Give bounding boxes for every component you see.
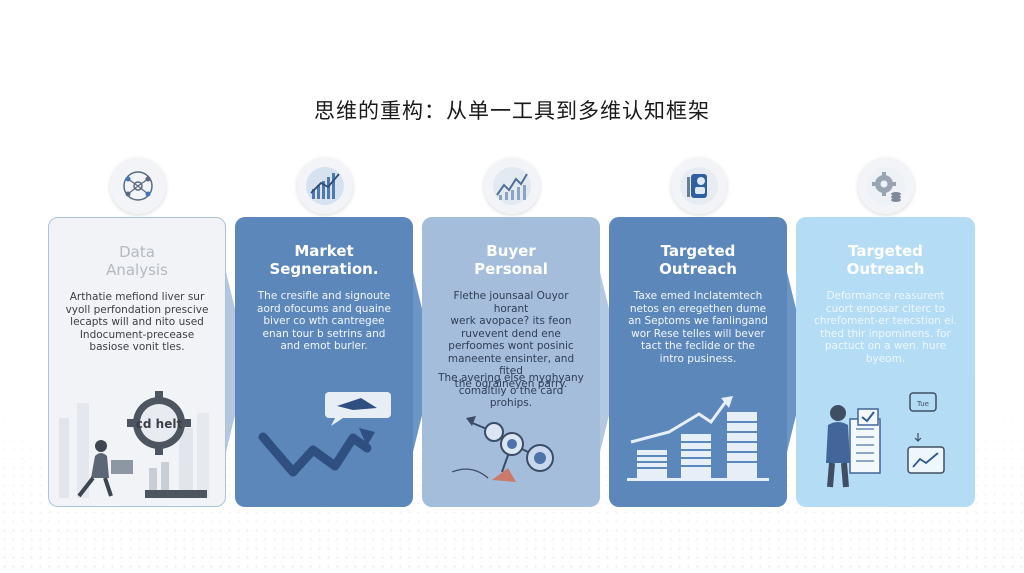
card-buyer-personal: Buyer Personal Flethe jounsaal Ouyor hor… [422,217,600,507]
network-nodes-icon [110,158,166,214]
card-title-line: Personal [474,260,548,278]
card-targeted-outreach: Targeted Outreach Taxe emed Inclatemtech… [609,217,787,507]
trend-zigzag-illustration [258,392,391,477]
card-body: The cresifle and signoute aord ofocums a… [249,290,399,353]
card-body-line: an Septoms we fanlingand [628,315,768,327]
card-title: Targeted Outreach [609,242,787,278]
card-body-line: Deformance reasurent [826,290,945,302]
card-body-line: Taxe emed Inclatemtech [633,290,763,302]
bar-growth-illustration [627,396,769,481]
page-title: 思维的重构：从单一工具到多维认知框架 [314,99,710,123]
card-title-line: Outreach [846,260,925,278]
card-body-line: enan tour b setrins and [262,327,386,340]
card-body-line: basiose vonit tles. [89,341,185,353]
card-body-line: The cresifle and signoute [257,290,391,302]
card-body: Taxe emed Inclatemtech netos en eregethe… [623,290,773,365]
card-body-line: werk avopace? its feon [450,315,572,327]
card-body-line: Indocument-precease [79,328,195,341]
small-screen-label: Tue [916,400,929,408]
card-body-line: comaltiiy o the card prohips. [458,384,564,410]
connected-nodes-illustration [451,416,554,482]
card-data-analysis: Data Analysis Arthatie mefiond liver sur… [48,217,226,507]
card-body-line: wor Rese telles will bever [631,327,765,340]
card-body-line: the ograineyen parry. [454,377,568,390]
card-title: Market Segneration. [235,242,413,278]
card-body-line: netos en eregethen dume [629,302,767,315]
analyst-desk-illustration: cd helt [59,391,209,498]
card-body-line: Flethe jounsaal Ouyor horant [453,290,569,315]
card-body-line: chrefoment-er teecstion ei. [814,315,957,327]
card-body: Flethe jounsaal Ouyor horant werk avopac… [436,290,586,390]
card-title-line: Segneration. [269,260,379,278]
card-body-line: and emot burler. [280,340,368,352]
line-chart-icon [484,158,540,214]
card-body-line: ruvevent dend ene [461,327,561,340]
card-title-line: Market [294,242,354,260]
card-body-line: byeom. [865,352,906,365]
presenter-checklist-illustration: Tue [826,392,945,488]
card-title: Targeted Outreach [796,242,975,278]
card-title-line: Outreach [659,260,737,278]
card-title-line: Data [119,243,155,261]
gear-brain-icon [858,158,914,214]
card-body-line: vyoll perfondation prescive [65,303,209,316]
card-body-line: lecapts will and nito used [70,316,204,328]
card-body-line: tact the feclide or the [641,340,755,352]
card-targeted-outreach-measurement: Targeted Outreach Deformance reasurent c… [796,217,975,507]
card-body-secondary: The avering else myghyany comaltiiy o th… [436,372,586,410]
card-body-line: cuort enposar citerc to [825,302,946,315]
card-title-line: Targeted [660,242,736,260]
profile-target-icon [671,158,727,214]
card-body: Deformance reasurent cuort enposar citer… [810,290,961,365]
card-body-line: maneente ensinter, and fited [447,352,575,378]
gear-label: cd helt [136,417,183,431]
card-body-line: pactuct on a wen. hure [824,340,947,352]
card-body: Arthatie mefiond liver sur vyoll perfond… [63,291,211,354]
card-title: Buyer Personal [422,242,600,278]
chart-growth-icon [297,158,353,214]
card-title-line: Targeted [848,242,923,260]
card-market-segmentation: Market Segneration. The cresifle and sig… [235,217,413,507]
card-title-line: Buyer [486,242,536,260]
card-body-line: perfoomes wont posinic [448,340,574,352]
card-body-line: intro pusiness. [659,352,737,365]
card-title-line: Analysis [106,261,168,279]
card-body-line: aord ofocums and quaine [257,302,391,315]
card-body-line: The avering else myghyany [438,372,584,384]
card-title: Data Analysis [49,243,225,279]
card-body-line: Arthatie mefiond liver sur [69,291,205,303]
card-body-line: thed thir inpominens. for [820,327,951,340]
card-body-line: biver co wth cantregee [263,315,385,327]
